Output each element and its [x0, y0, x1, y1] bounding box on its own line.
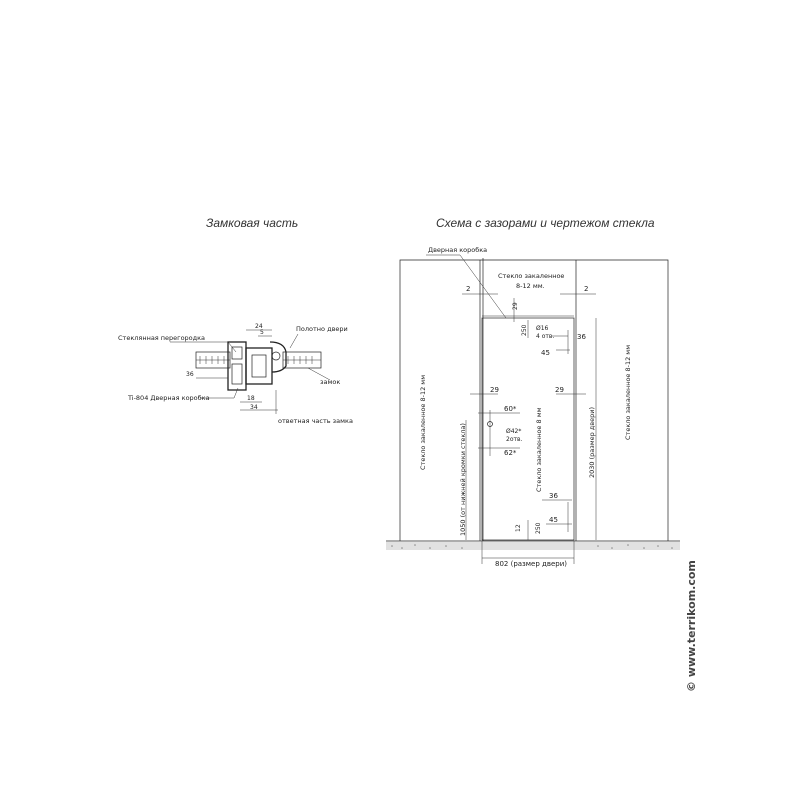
label-glass-right: Стекло закаленное 8-12 мм [624, 345, 632, 440]
dim-bottom-12: 12 [515, 524, 522, 532]
dim-bottom-36: 36 [549, 492, 558, 500]
dim-gap-left: 2 [466, 285, 470, 293]
dim-bottom-45: 45 [549, 516, 558, 524]
right-title: Схема с зазорами и чертежом стекла [436, 216, 655, 230]
dim-detail-bottom-a: 18 [247, 395, 255, 402]
label-lock: замок [320, 378, 340, 386]
handle-hole-a: Ø42* [506, 428, 521, 435]
label-glass-door: Стекло закаленное 8 мм [535, 407, 543, 492]
label-glass-top-1: Стекло закаленное [498, 272, 564, 280]
dim-detail-top-a: 24 [255, 323, 263, 330]
dim-bottom-250: 250 [535, 522, 542, 534]
dim-top-45: 45 [541, 349, 550, 357]
label-glass-bottom-height: 1050 (от нижней кромки стекла) [459, 423, 467, 536]
left-title: Замковая часть [206, 216, 298, 230]
label-door-frame: Ti-804 Дверная коробка [127, 394, 210, 402]
dim-top-36: 36 [577, 333, 586, 341]
label-door-leaf: Полотно двери [296, 325, 348, 333]
label-glass-left: Стекло закаленное 8-12 мм [419, 375, 427, 470]
hole-top-b: 4 отв. [536, 333, 554, 340]
label-door-frame-scheme: Дверная коробка [428, 246, 487, 254]
dim-handle-60: 60* [504, 405, 517, 413]
dim-side-29-right: 29 [555, 386, 564, 394]
dim-detail-side: 36 [186, 371, 194, 378]
label-door-width: 802 (размер двери) [495, 560, 567, 568]
label-door-height: 2030 (размер двери) [588, 407, 596, 478]
dim-top-250: 250 [521, 324, 528, 336]
label-glass-top-2: 8-12 мм. [516, 282, 545, 290]
handle-hole-b: 2отв. [506, 436, 523, 443]
label-strike: ответная часть замка [278, 417, 353, 425]
hole-top-a: Ø16 [536, 325, 549, 332]
dim-detail-top-b: 5 [260, 329, 264, 336]
dim-handle-62: 62* [504, 449, 517, 457]
dim-top-29: 29 [512, 302, 519, 310]
dim-detail-bottom-b: 34 [250, 404, 258, 411]
lock-section-detail [170, 329, 331, 414]
watermark: © www.terrikom.com [685, 560, 698, 692]
label-glass-partition: Стеклянная перегородка [118, 334, 205, 342]
dim-gap-right: 2 [584, 285, 588, 293]
dim-side-29-left: 29 [490, 386, 499, 394]
gap-scheme [386, 254, 680, 564]
